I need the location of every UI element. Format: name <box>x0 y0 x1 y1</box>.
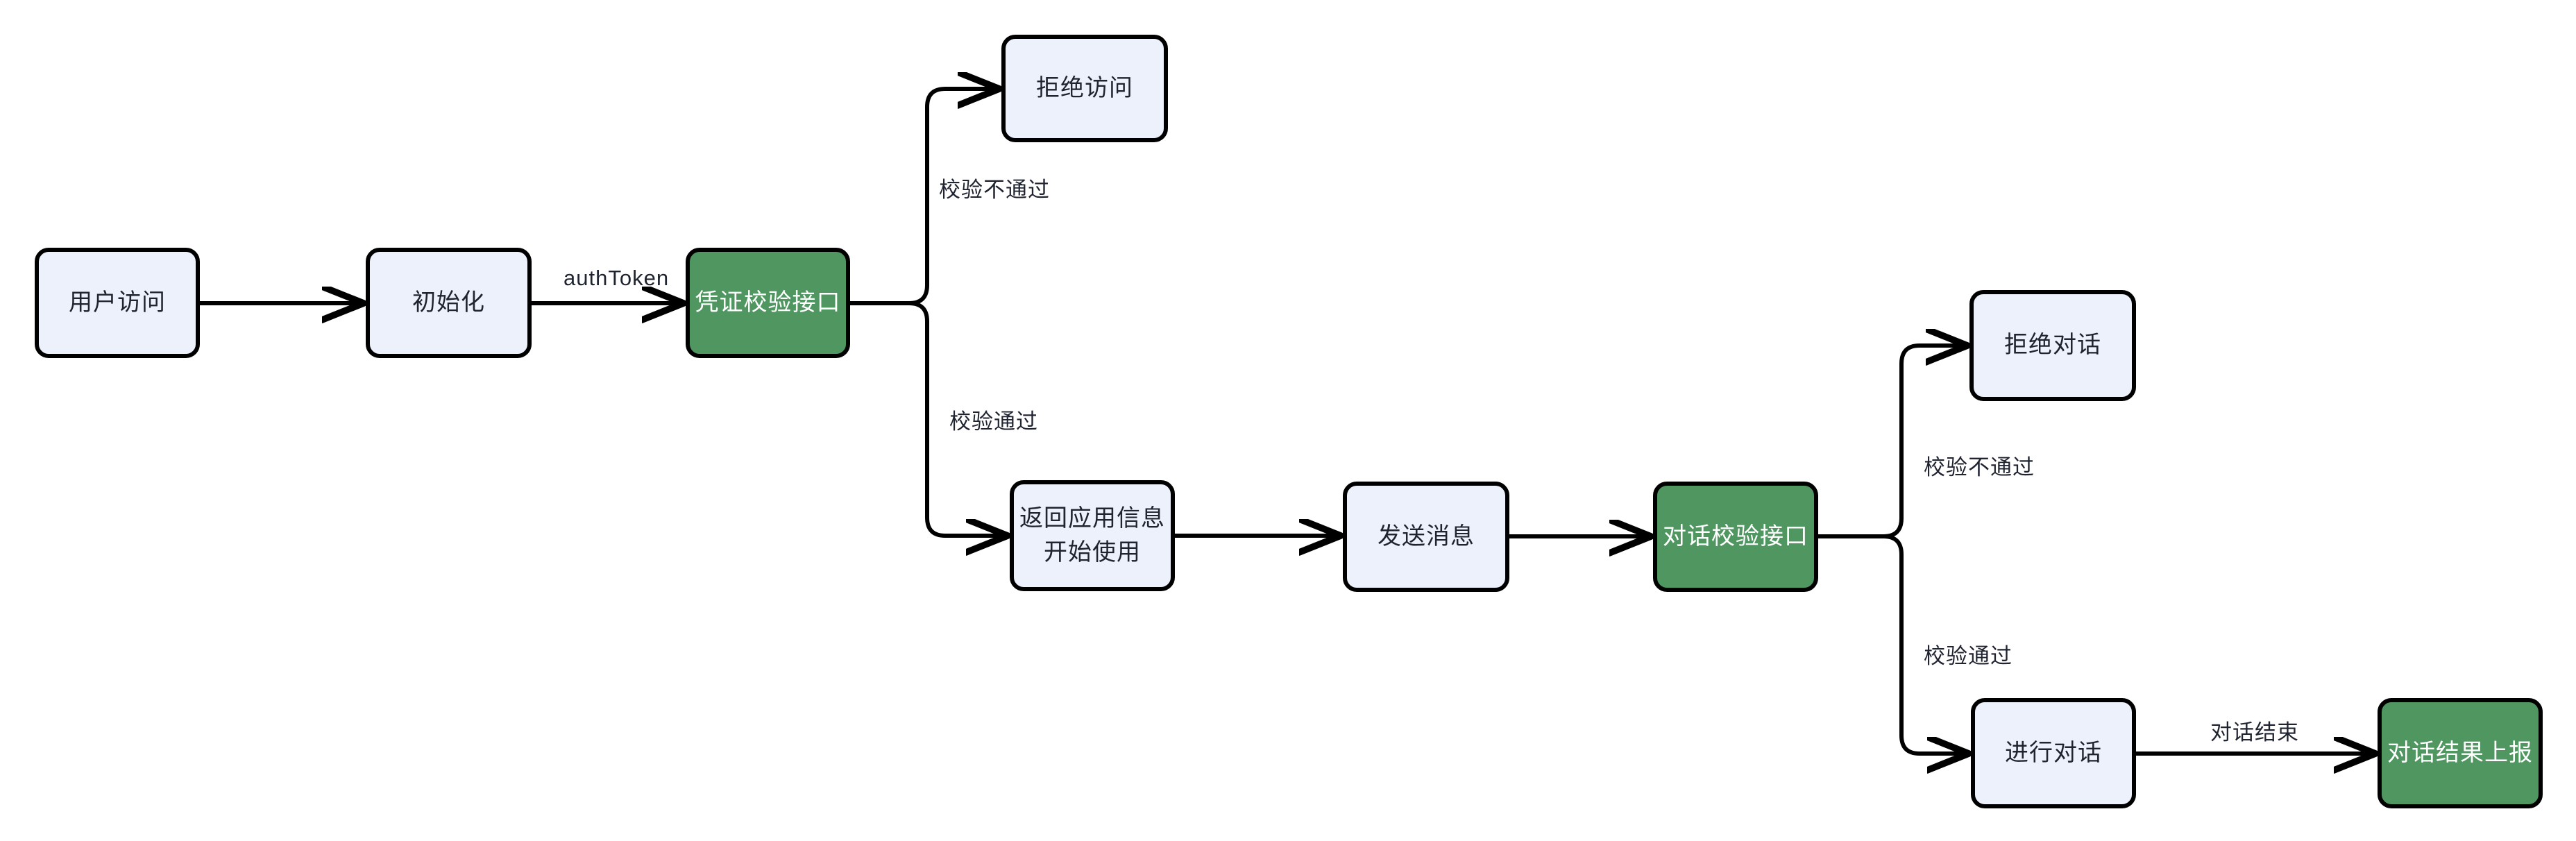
node-deny-access[interactable]: 拒绝访问 <box>1001 35 1168 142</box>
edge-label-dialog-pass: 校验通过 <box>1924 644 2012 668</box>
node-report-result[interactable]: 对话结果上报 <box>2378 698 2543 808</box>
edge-label-credential-pass: 校验通过 <box>949 409 1038 434</box>
edge-dialog-check-api-to-deny-dialog <box>1816 346 1965 538</box>
edge-label-credential-fail: 校验不通过 <box>939 178 1050 202</box>
node-deny-dialog[interactable]: 拒绝对话 <box>1969 290 2136 401</box>
node-user-access[interactable]: 用户访问 <box>35 248 200 358</box>
node-init[interactable]: 初始化 <box>366 248 532 358</box>
node-return-app-info[interactable]: 返回应用信息 开始使用 <box>1010 480 1175 591</box>
edge-label-dialog-end: 对话结束 <box>2210 720 2299 745</box>
node-send-message[interactable]: 发送消息 <box>1343 482 1509 592</box>
node-dialog-check-api[interactable]: 对话校验接口 <box>1653 482 1818 592</box>
edge-label-dialog-fail: 校验不通过 <box>1924 455 2035 479</box>
node-credential-api[interactable]: 凭证校验接口 <box>686 248 850 358</box>
node-do-dialog[interactable]: 进行对话 <box>1971 698 2136 808</box>
edge-label-auth-token: authToken <box>564 266 670 290</box>
